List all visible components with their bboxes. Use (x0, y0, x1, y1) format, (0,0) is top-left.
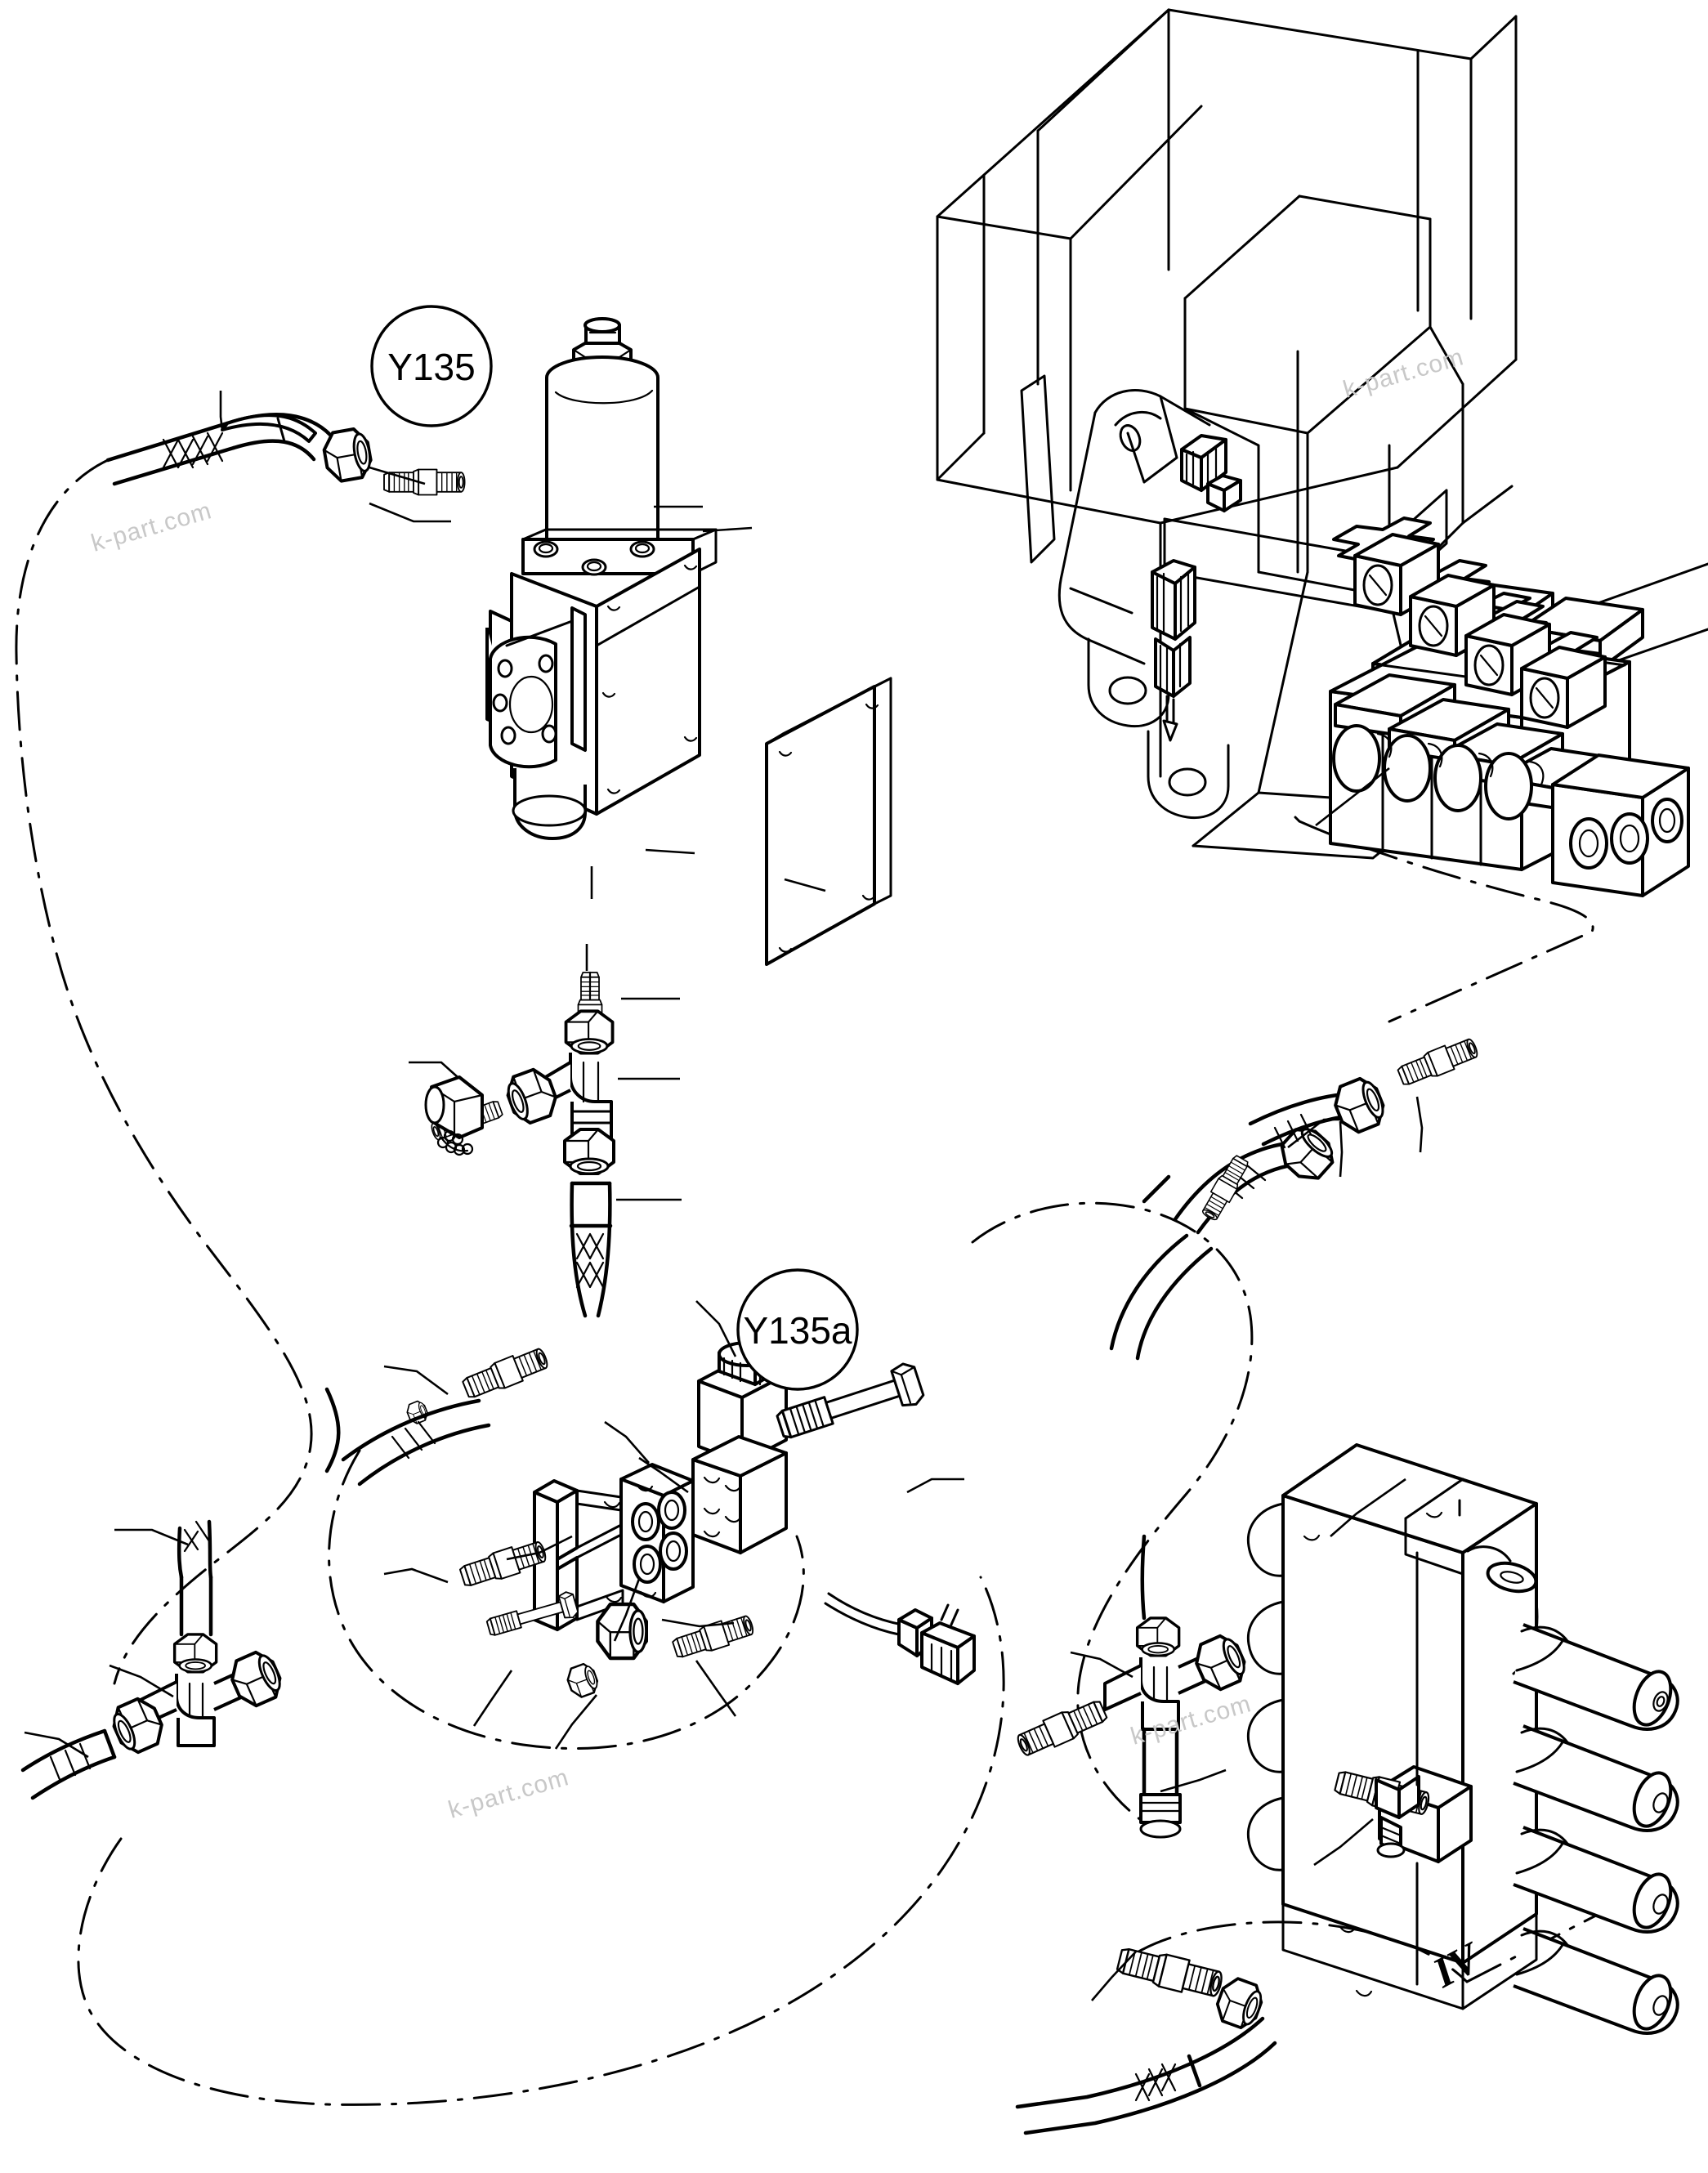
hose-route-right-loop (971, 1201, 1254, 1824)
control-valve-bank (1315, 516, 1690, 897)
leader-lines-misc (585, 505, 826, 971)
label-iv: IV (1425, 1933, 1491, 1997)
manifold-block-assembly (1246, 1443, 1679, 2035)
iv-label: IV (1425, 1933, 1491, 1997)
hose-route-center-loop (328, 1449, 805, 1750)
tee-assembly-lower-left (20, 1519, 288, 1800)
callout-y135a-label: Y135a (743, 1309, 852, 1352)
filter-pump-unit (485, 317, 718, 840)
hose-right-midband (1109, 1152, 1253, 1361)
mounted-valve-detail (1180, 434, 1242, 512)
callout-y135-label: Y135 (387, 346, 475, 388)
hose-route-lower-left-loop (77, 1576, 1005, 2106)
hose-bottom (1015, 1943, 1277, 2135)
arm-solenoid-detail (1151, 559, 1196, 742)
tee-assembly-center (409, 971, 682, 1318)
hose-bank-to-tee (1142, 1034, 1482, 1204)
callout-y135a[interactable]: Y135a (736, 1268, 859, 1391)
hose-route-left-main (15, 458, 313, 1685)
callout-y135[interactable]: Y135 (370, 305, 493, 427)
hose-route-right-upper (1294, 816, 1594, 1023)
tee-assembly-bottom-right (1013, 1534, 1253, 1839)
cover-plate (765, 677, 892, 966)
hose-upper-left (105, 391, 466, 523)
hose-center-left-in (324, 1387, 491, 1487)
